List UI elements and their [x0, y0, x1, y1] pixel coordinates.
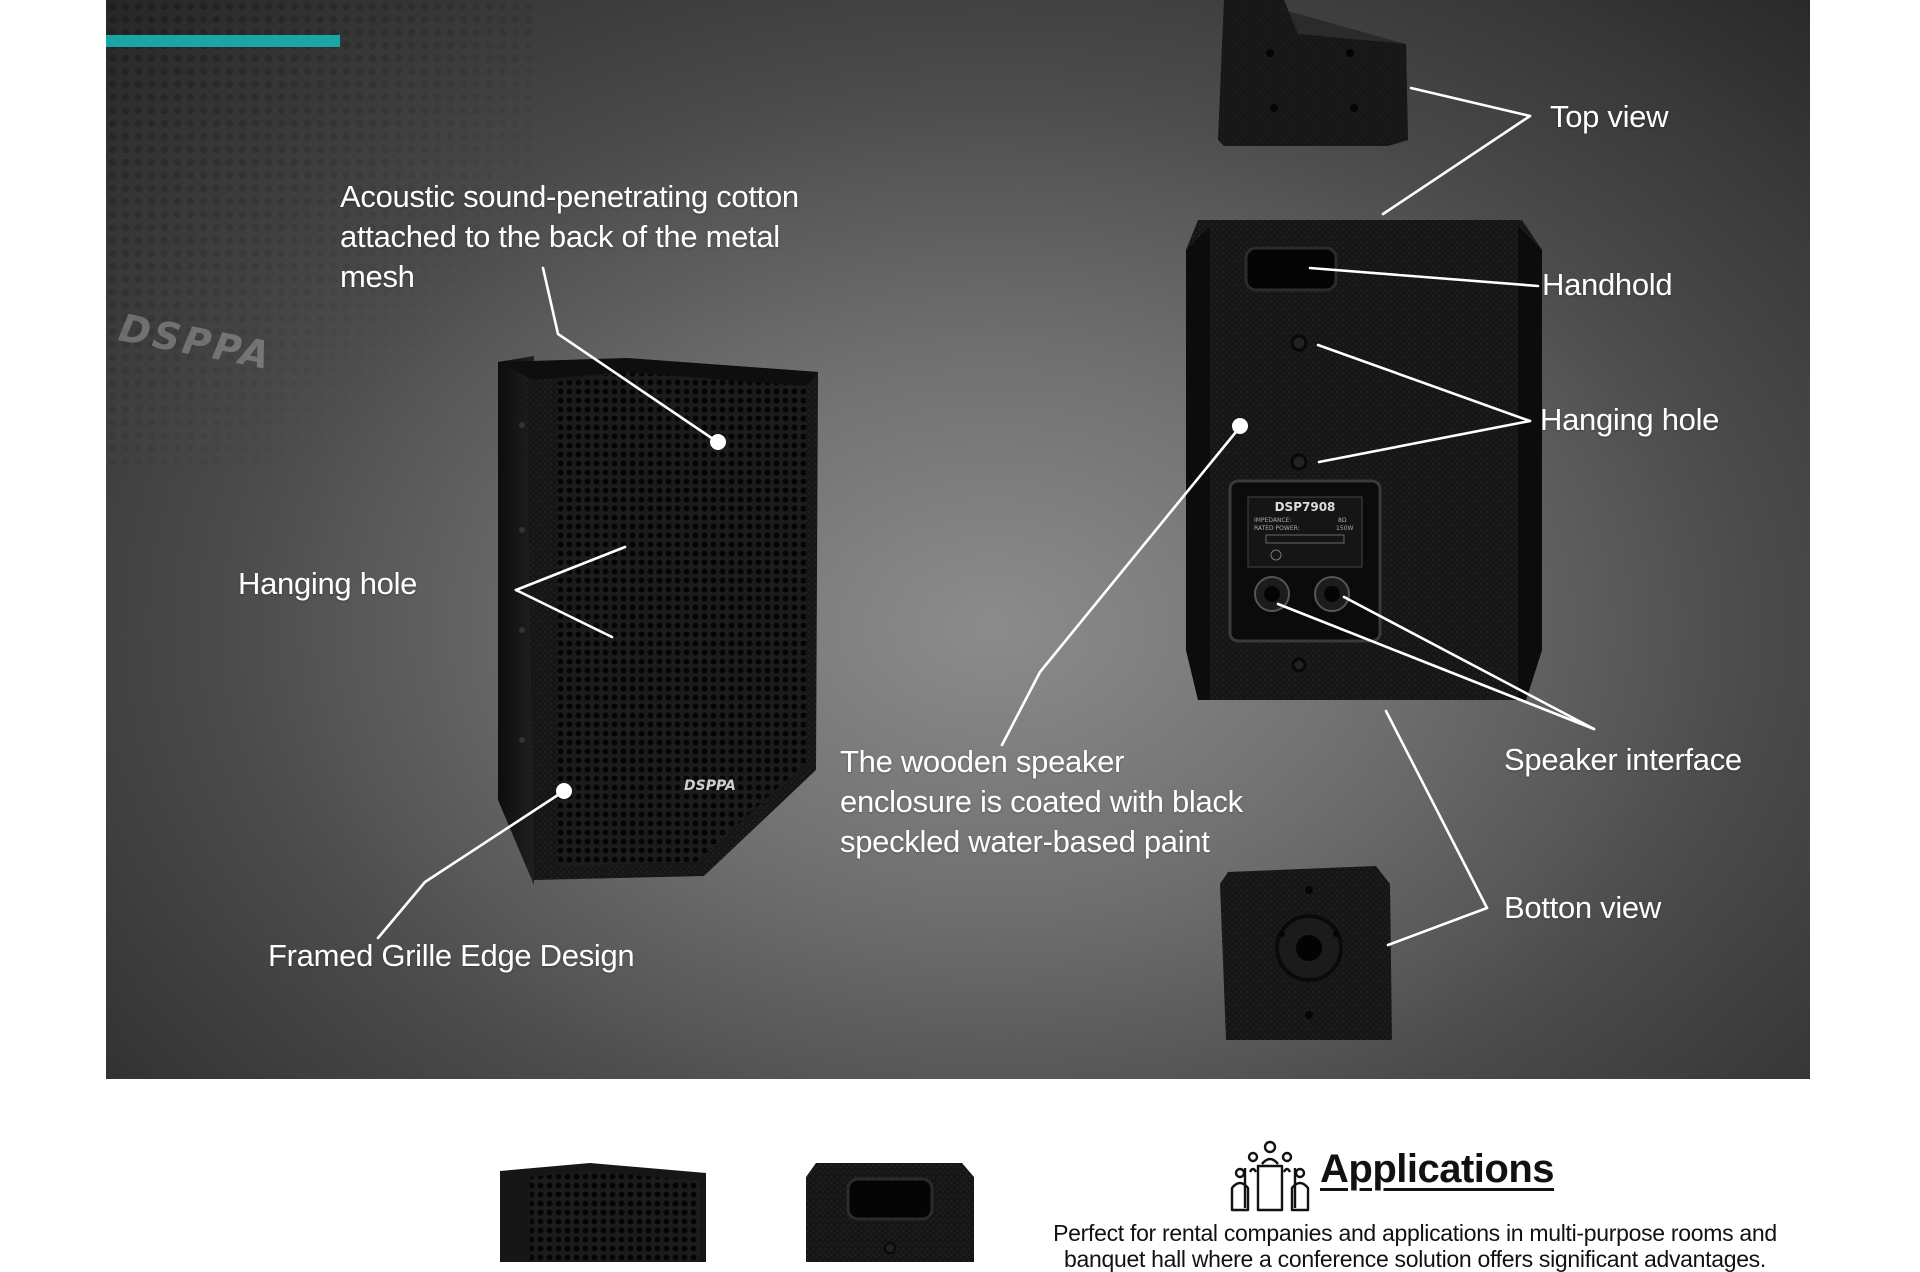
thumbnail-front-speaker: [500, 1163, 706, 1262]
rated-power-label: RATED POWER:: [1254, 525, 1300, 532]
callout-handhold: Handhold: [1542, 267, 1673, 302]
callout-hanging-hole-left: Hanging hole: [238, 566, 418, 601]
applications-description: Perfect for rental companies and applica…: [1053, 1220, 1777, 1272]
callout-framed-grille: Framed Grille Edge Design: [268, 938, 635, 973]
impedance-value: 8Ω: [1338, 517, 1347, 524]
rated-power-value: 150W: [1336, 525, 1353, 532]
accent-bar: [106, 35, 340, 47]
top-view-image: [1218, 0, 1408, 146]
callout-top-view: Top view: [1550, 99, 1669, 134]
callout-wooden-enclosure: The wooden speaker enclosure is coated w…: [840, 744, 1243, 859]
impedance-label: IMPEDANCE:: [1254, 517, 1291, 524]
callout-bottom-view: Botton view: [1504, 890, 1661, 925]
product-feature-hero: DSPPA DSPPA: [106, 0, 1810, 1079]
applications-title: Applications: [1320, 1147, 1555, 1191]
conference-people-icon: [1230, 1140, 1310, 1212]
rear-view-image: DSP7908 IMPEDANCE: 8Ω RATED POWER: 150W: [1186, 220, 1542, 700]
front-logo: DSPPA: [684, 778, 736, 794]
callout-leader-lines: [376, 86, 1596, 947]
callout-speaker-interface: Speaker interface: [1504, 742, 1742, 777]
model-label: DSP7908: [1275, 500, 1336, 514]
hex-mesh-background: [106, 0, 536, 470]
callout-hanging-hole-right: Hanging hole: [1540, 402, 1720, 437]
front-speaker-image: DSPPA: [498, 356, 818, 885]
bottom-view-image: [1220, 866, 1392, 1040]
callout-dots: [556, 418, 1248, 799]
callout-acoustic-cotton: Acoustic sound-penetrating cotton attach…: [340, 179, 799, 294]
speaker-illustrations: DSPPA DSP7908 IMPEDANCE: [376, 0, 1596, 1040]
thumbnail-rear-speaker: [806, 1163, 974, 1262]
